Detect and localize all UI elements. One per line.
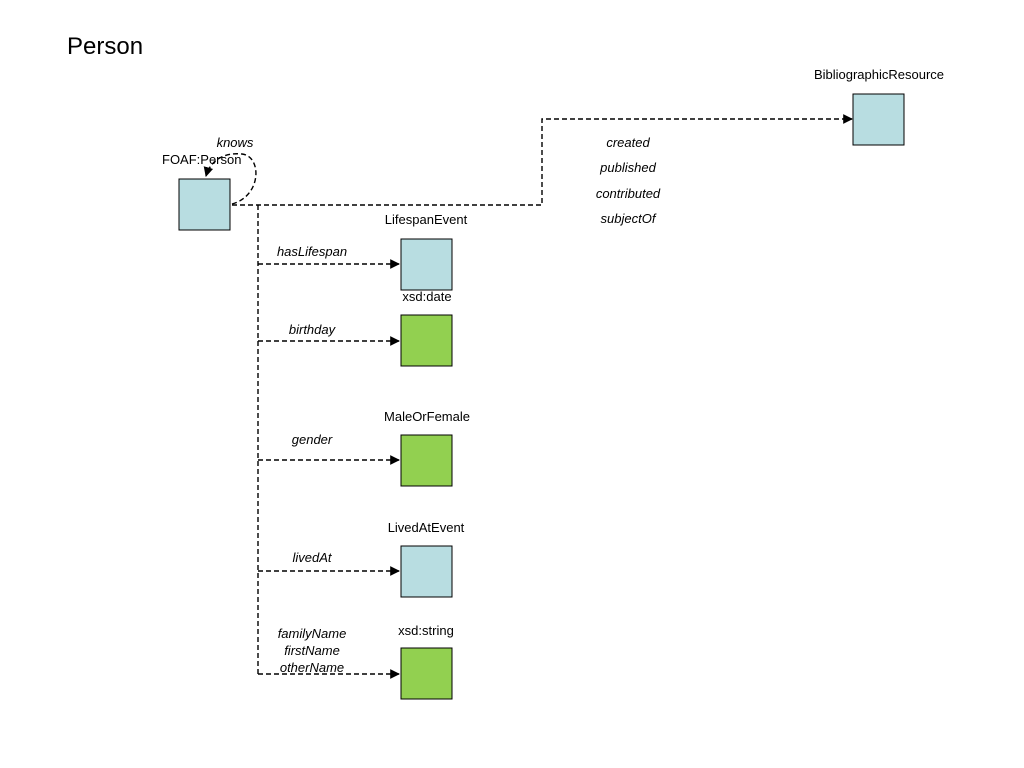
- node-lived-label: LivedAtEvent: [388, 520, 465, 535]
- node-person-label: FOAF:Person: [162, 152, 241, 167]
- edge-label-gender: gender: [292, 432, 333, 447]
- edge-label-published: published: [599, 160, 656, 175]
- edge-label-firstname: firstName: [284, 643, 340, 658]
- edge-label-subjectof: subjectOf: [601, 211, 657, 226]
- node-date-box: [400, 314, 453, 367]
- edge-label-birthday: birthday: [289, 322, 337, 337]
- node-labels: FOAF:Person BibliographicResource Lifesp…: [162, 67, 944, 638]
- node-bibliographic-label: BibliographicResource: [814, 67, 944, 82]
- page-title: Person: [67, 33, 143, 60]
- edge-label-livedat: livedAt: [292, 550, 332, 565]
- edges: [203, 114, 853, 679]
- node-string-label: xsd:string: [398, 623, 454, 638]
- edge-label-familyname: familyName: [278, 626, 347, 641]
- edge-label-created: created: [606, 135, 650, 150]
- node-string-box: [400, 647, 453, 700]
- edge-label-knows: knows: [217, 135, 254, 150]
- edge-label-othername: otherName: [280, 660, 344, 675]
- edge-label-haslifespan: hasLifespan: [277, 244, 347, 259]
- edge-labels: knows created published contributed subj…: [217, 135, 661, 675]
- node-person-box: [178, 178, 231, 231]
- node-gender-label: MaleOrFemale: [384, 409, 470, 424]
- nodes: [178, 93, 905, 700]
- node-lifespan-box: [400, 238, 453, 291]
- node-lived-box: [400, 545, 453, 598]
- edge-knows: [203, 153, 257, 205]
- node-gender-box: [400, 434, 453, 487]
- edge-label-contributed: contributed: [596, 186, 661, 201]
- node-date-label: xsd:date: [402, 289, 451, 304]
- edge-bibliographic: [232, 114, 853, 206]
- node-lifespan-label: LifespanEvent: [385, 212, 468, 227]
- node-bibliographic-box: [852, 93, 905, 146]
